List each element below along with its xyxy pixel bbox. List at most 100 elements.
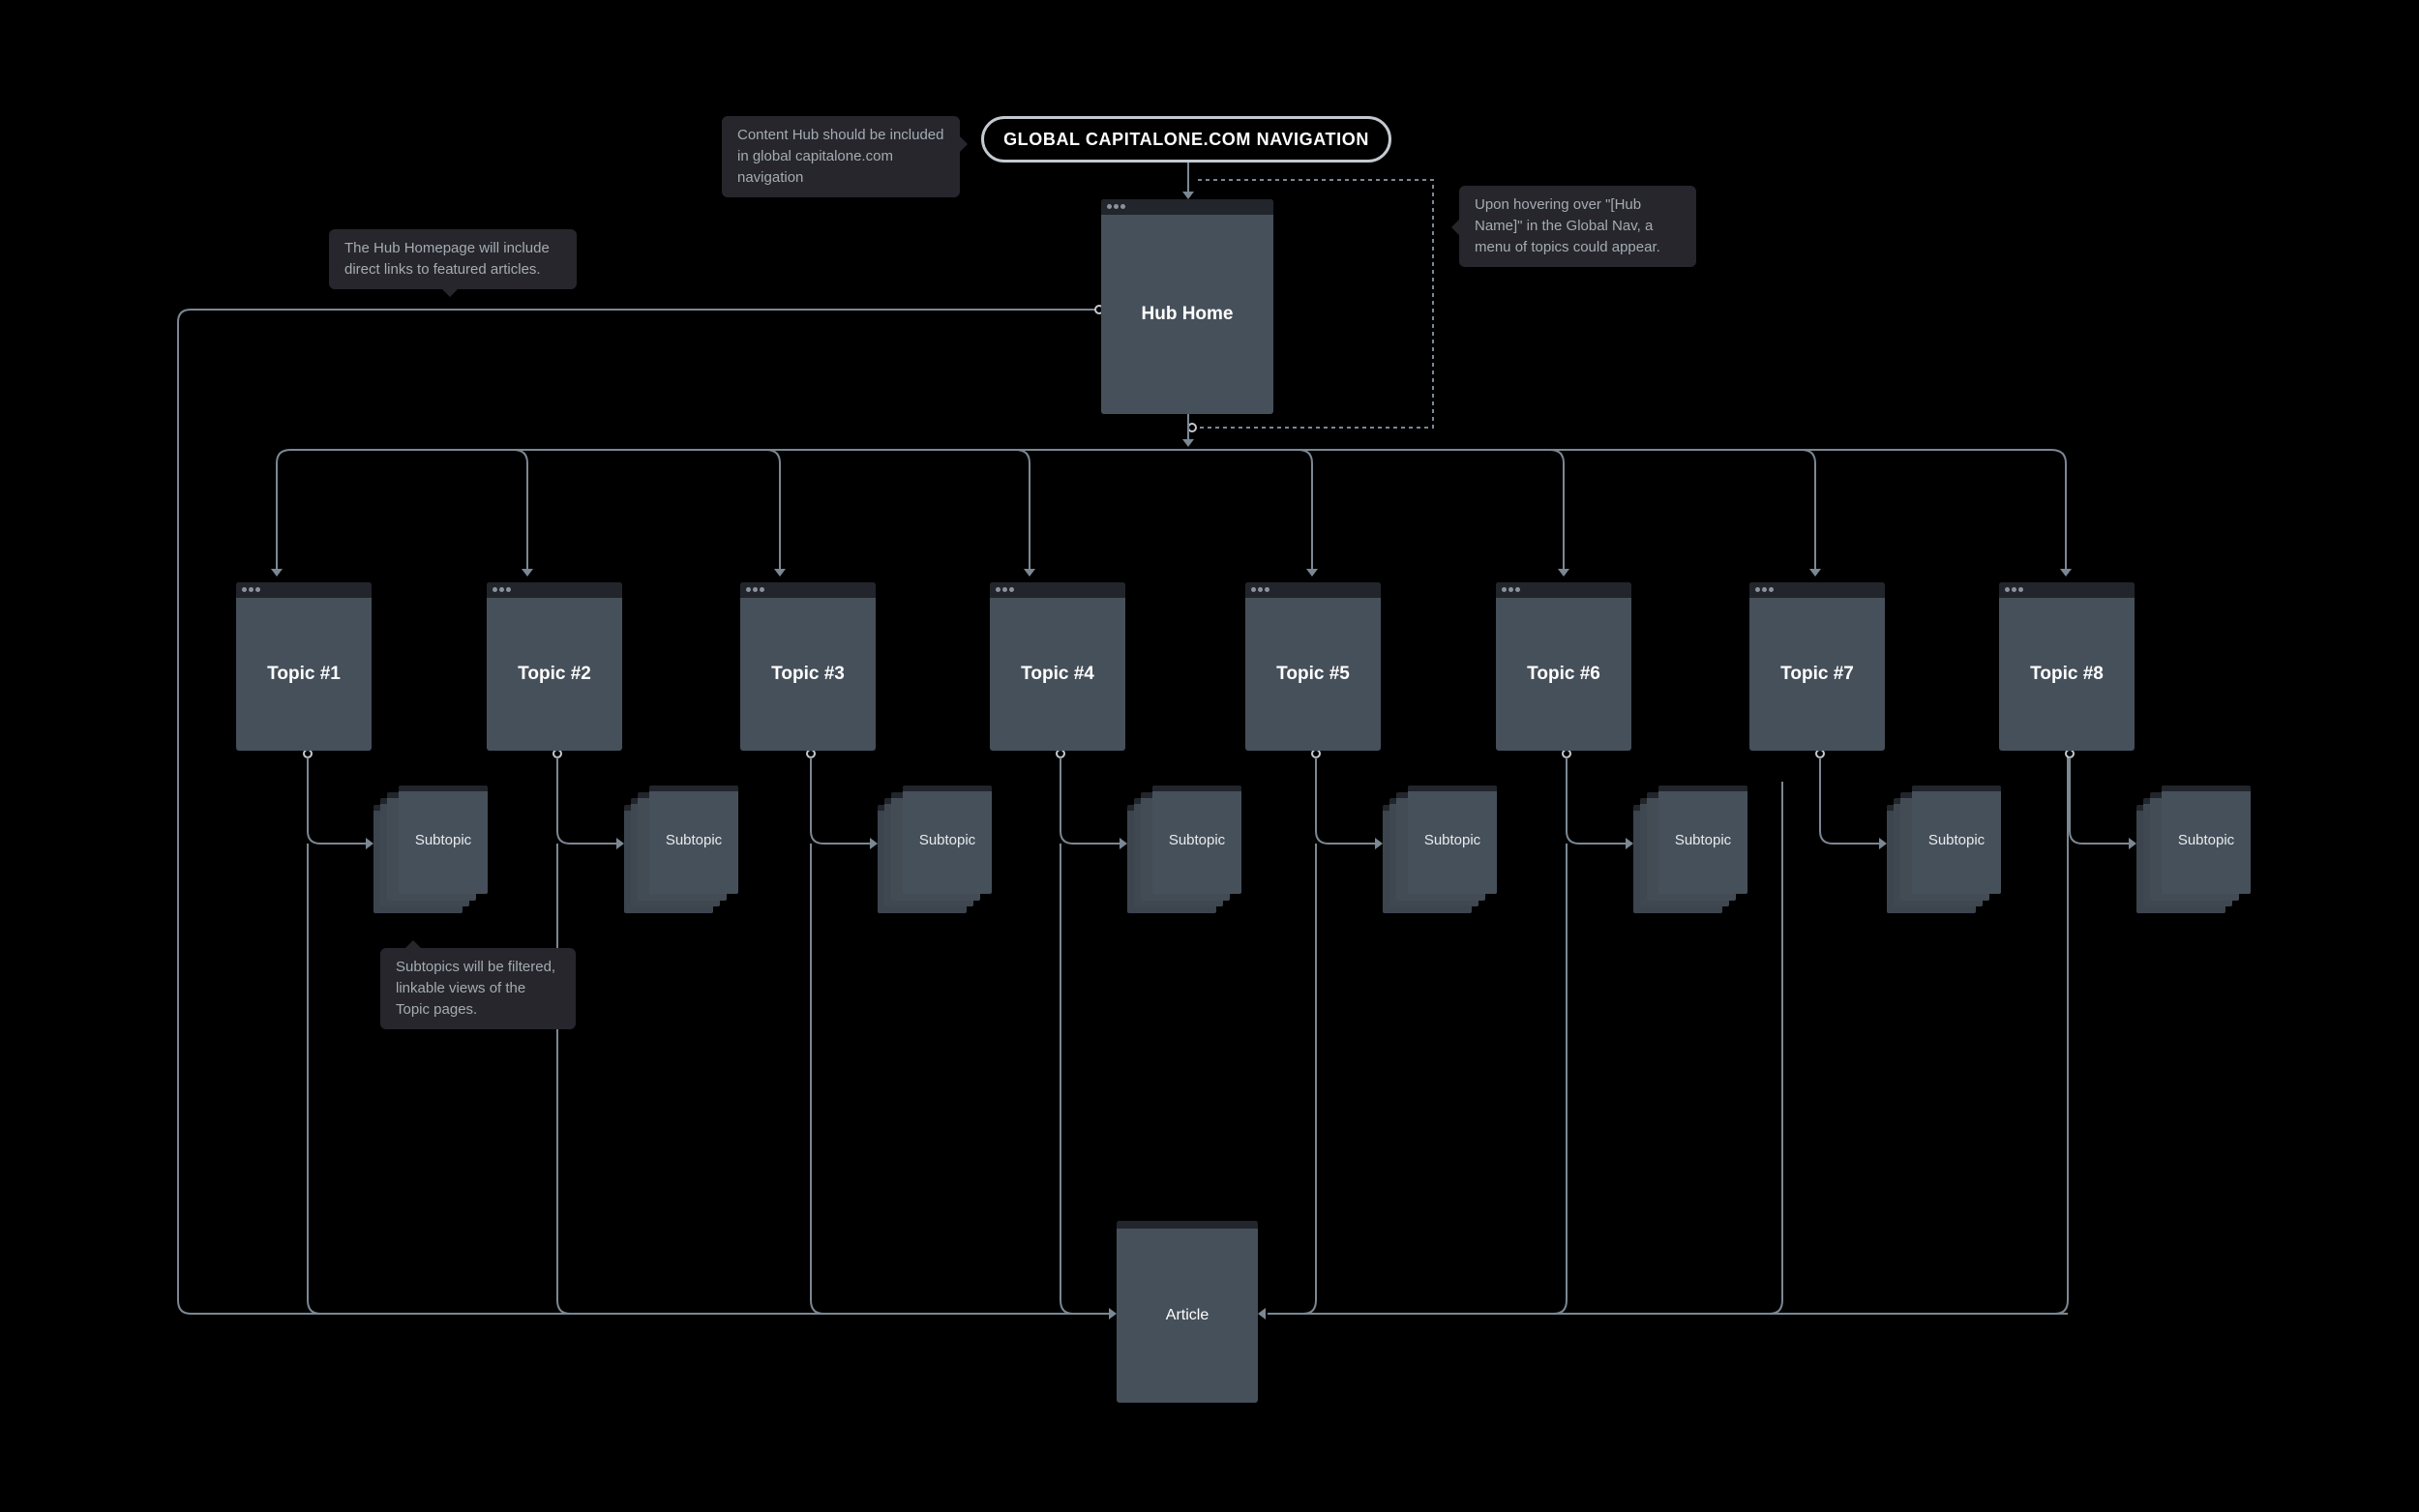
- subtopic-stack-5: Subtopic: [1383, 786, 1497, 913]
- topic-dot-2: [552, 749, 562, 758]
- topic-to-subtopic-2: [556, 757, 618, 845]
- window-bar: [1117, 1221, 1258, 1229]
- topic-dot-1: [303, 749, 313, 758]
- article-page: Article: [1117, 1221, 1258, 1403]
- topic-page-1: Topic #1: [236, 582, 372, 751]
- note-subtopics-text: Subtopics will be filtered, linkable vie…: [396, 959, 556, 1018]
- topic-page-5: Topic #5: [1245, 582, 1381, 751]
- topic-to-article-3: [810, 844, 824, 1315]
- window-bar: [1496, 582, 1631, 598]
- window-dots-icon: [1107, 204, 1127, 209]
- topic-arrow-3: [774, 569, 786, 577]
- article-arrow-left: [1109, 1308, 1117, 1319]
- window-bar: [990, 582, 1125, 598]
- window-dots-icon: [746, 587, 766, 592]
- bus-drop-6: [1549, 449, 1565, 571]
- subtopic-label: Subtopic: [918, 831, 976, 848]
- topic-to-article-6: [1553, 844, 1568, 1315]
- topic-label: Topic #6: [1527, 664, 1600, 684]
- topic-label: Topic #5: [1276, 664, 1350, 684]
- subtopic-label: Subtopic: [1168, 831, 1226, 848]
- bus-left-end: [276, 449, 291, 571]
- note-hover-menu: Upon hovering over "[Hub Name]" in the G…: [1451, 186, 1696, 267]
- bus-drop-5: [1298, 449, 1313, 571]
- topic-arrow-2: [522, 569, 533, 577]
- subtopic-arrow-6: [1626, 838, 1633, 849]
- topic-to-subtopic-1: [307, 757, 368, 845]
- nav-to-hub-arrow: [1182, 192, 1194, 199]
- topic-dot-6: [1562, 749, 1571, 758]
- topic-to-subtopic-4: [1060, 757, 1121, 845]
- topic-page-8: Topic #8: [1999, 582, 2135, 751]
- topic-label: Topic #1: [267, 664, 341, 684]
- topic8-drop: [2054, 754, 2069, 1315]
- window-bar: [1101, 199, 1273, 215]
- subtopic-stack-7: Subtopic: [1887, 786, 2001, 913]
- window-dots-icon: [493, 587, 513, 592]
- topic-page-4: Topic #4: [990, 582, 1125, 751]
- subtopic-arrow-4: [1120, 838, 1127, 849]
- subtopic-arrow-7: [1879, 838, 1887, 849]
- window-bar: [1749, 582, 1885, 598]
- subtopic-label: Subtopic: [665, 831, 723, 848]
- topic-to-article-1: [307, 844, 321, 1315]
- subtopic-stack-4: Subtopic: [1127, 786, 1241, 913]
- topic-label: Topic #8: [2030, 664, 2104, 684]
- topic-to-article-4: [1060, 844, 1074, 1315]
- window-dots-icon: [1755, 587, 1776, 592]
- subtopic-stack-2: Subtopic: [624, 786, 738, 913]
- topic-to-article-5: [1302, 844, 1317, 1315]
- topic-dot-3: [806, 749, 816, 758]
- topic-to-article-7: [1769, 844, 1783, 1315]
- subtopic-arrow-2: [616, 838, 624, 849]
- window-bar: [236, 582, 372, 598]
- article-label: Article: [1165, 1307, 1210, 1323]
- bus-drop-7: [1801, 449, 1816, 571]
- bus-drop-3: [765, 449, 781, 571]
- topic-dot-7: [1815, 749, 1825, 758]
- topic-label: Topic #7: [1780, 664, 1854, 684]
- topic-to-article-2: [556, 844, 571, 1315]
- subtopic-arrow-1: [366, 838, 373, 849]
- bus-right-end: [2050, 449, 2067, 571]
- topic-page-2: Topic #2: [487, 582, 622, 751]
- subtopic-label: Subtopic: [1927, 831, 1986, 848]
- featured-articles-line: [177, 309, 1109, 1315]
- subtopic-stack-3: Subtopic: [878, 786, 992, 913]
- topic-label: Topic #3: [771, 664, 845, 684]
- hover-menu-dashed-line: [1192, 179, 1434, 429]
- topic-to-subtopic-8: [2069, 757, 2131, 845]
- topic-to-subtopic-7: [1819, 757, 1881, 845]
- subtopic-arrow-8: [2129, 838, 2136, 849]
- window-dots-icon: [1251, 587, 1271, 592]
- hub-to-topics-arrow: [1182, 439, 1194, 447]
- note-subtopics: Subtopics will be filtered, linkable vie…: [380, 940, 576, 1029]
- subtopic-stack-1: Subtopic: [373, 786, 488, 913]
- subtopic-label: Subtopic: [414, 831, 472, 848]
- hub-home-label: Hub Home: [1141, 304, 1234, 324]
- note-hover-menu-text: Upon hovering over "[Hub Name]" in the G…: [1475, 196, 1660, 255]
- topic-dot-8: [2065, 749, 2075, 758]
- hub-home-page: Hub Home: [1101, 199, 1273, 414]
- window-bar: [1245, 582, 1381, 598]
- topic-to-subtopic-3: [810, 757, 872, 845]
- note-global-nav: Content Hub should be included in global…: [722, 116, 968, 197]
- topic-arrow-7: [1809, 569, 1821, 577]
- topic-dot-4: [1056, 749, 1065, 758]
- topic-dot-5: [1311, 749, 1321, 758]
- subtopic-stack-8: Subtopic: [2136, 786, 2251, 913]
- topic-arrow-8: [2060, 569, 2072, 577]
- subtopic-label: Subtopic: [2177, 831, 2235, 848]
- topic-arrow-4: [1024, 569, 1035, 577]
- window-dots-icon: [1502, 587, 1522, 592]
- article-arrow-right: [1258, 1308, 1266, 1319]
- note-global-nav-text: Content Hub should be included in global…: [737, 127, 944, 186]
- topic-page-6: Topic #6: [1496, 582, 1631, 751]
- note-featured-articles: The Hub Homepage will include direct lin…: [329, 229, 577, 297]
- topic-page-7: Topic #7: [1749, 582, 1885, 751]
- bus-drop-4: [1015, 449, 1030, 571]
- subtopic-stack-6: Subtopic: [1633, 786, 1747, 913]
- global-nav-node: GLOBAL CAPITALONE.COM NAVIGATION: [981, 116, 1391, 163]
